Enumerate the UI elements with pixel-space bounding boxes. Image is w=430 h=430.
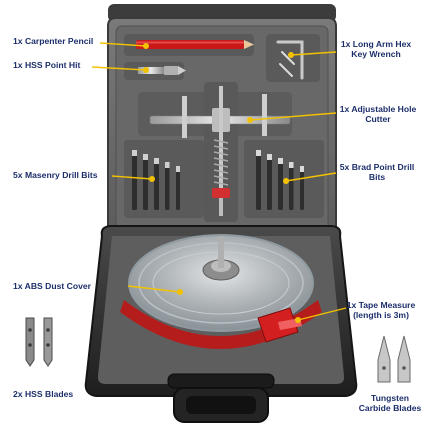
label-tungsten: Tungsten Carbide Blades bbox=[350, 393, 430, 413]
hex-key-wrench bbox=[276, 40, 304, 80]
label-hex-key-wrench: 1x Long Arm Hex Key Wrench bbox=[326, 39, 426, 59]
label-hex-key-line2: Key Wrench bbox=[351, 49, 401, 59]
label-hole-cutter-line1: 1x Adjustable Hole bbox=[339, 104, 417, 114]
label-carpenter-pencil: 1x Carpenter Pencil bbox=[13, 36, 94, 46]
label-tape-measure-line1: 1x Tape Measure bbox=[346, 300, 416, 310]
hss-blades bbox=[25, 317, 53, 367]
hss-point-bit bbox=[138, 66, 186, 75]
label-hole-cutter-line2: Cutter bbox=[365, 114, 391, 124]
label-tape-measure-line2: (length is 3m) bbox=[353, 310, 409, 320]
tungsten-carbide-blades bbox=[377, 335, 411, 383]
abs-dust-cover bbox=[128, 234, 314, 332]
masonry-drill-bits bbox=[132, 150, 180, 210]
label-hss-blades: 2x HSS Blades bbox=[13, 389, 74, 399]
label-brad-point-line2: Bits bbox=[368, 172, 386, 182]
brad-point-drill-bits bbox=[256, 150, 304, 210]
label-tungsten-line2: Carbide Blades bbox=[358, 403, 422, 413]
leader-dots bbox=[143, 43, 301, 323]
label-hex-key-line1: 1x Long Arm Hex bbox=[340, 39, 412, 49]
label-tape-measure: 1x Tape Measure (length is 3m) bbox=[336, 300, 426, 320]
leader-lines bbox=[91, 42, 347, 321]
carpenter-pencil bbox=[136, 40, 254, 49]
label-tungsten-line1: Tungsten bbox=[370, 393, 410, 403]
label-brad-point-line1: 5x Brad Point Drill bbox=[339, 162, 415, 172]
label-hss-point-hit: 1x HSS Point Hit bbox=[13, 60, 81, 70]
label-brad-point: 5x Brad Point Drill Bits bbox=[326, 162, 428, 182]
hex-key-small bbox=[279, 51, 295, 77]
label-dust-cover: 1x ABS Dust Cover bbox=[13, 281, 92, 291]
label-masonry-drill-bits: 5x Masenry Drill Bits bbox=[13, 170, 98, 180]
label-hole-cutter: 1x Adjustable Hole Cutter bbox=[326, 104, 430, 124]
adjustable-hole-cutter bbox=[149, 86, 291, 216]
